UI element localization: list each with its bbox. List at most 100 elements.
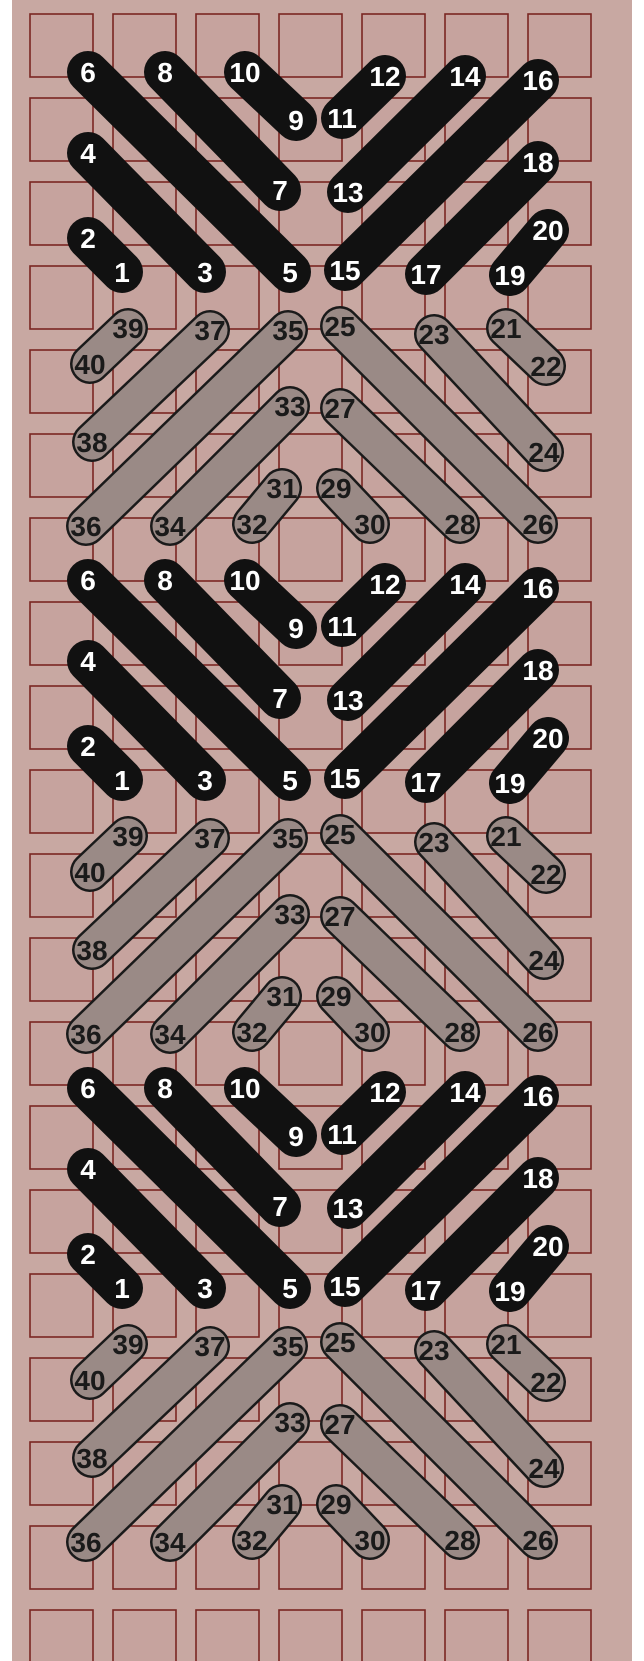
- grid-square: [279, 1526, 342, 1589]
- stitch-number: 4: [80, 138, 96, 169]
- stitch-number: 29: [320, 1489, 351, 1520]
- stitch-number: 12: [369, 1077, 400, 1108]
- stitch-number: 6: [80, 1073, 96, 1104]
- stitch-number: 19: [494, 768, 525, 799]
- stitch-number: 3: [197, 765, 213, 796]
- stitch-number: 12: [369, 61, 400, 92]
- grid-square: [279, 1022, 342, 1085]
- grid-square: [279, 1610, 342, 1661]
- stitch-number: 32: [236, 1017, 267, 1048]
- stitch-number: 28: [444, 1017, 475, 1048]
- stitch-number: 38: [76, 427, 107, 458]
- stitch-number: 15: [329, 1271, 360, 1302]
- stitch-number: 8: [157, 1073, 173, 1104]
- grid-square: [30, 770, 93, 833]
- stitch-number: 19: [494, 260, 525, 291]
- stitch-number: 11: [327, 1119, 357, 1150]
- stitch-number: 22: [530, 351, 561, 382]
- stitch-number: 17: [410, 1275, 441, 1306]
- stitch-number: 30: [354, 509, 385, 540]
- stitch-number: 39: [112, 1329, 143, 1360]
- stitch-number: 25: [324, 311, 355, 342]
- stitch-number: 18: [522, 147, 553, 178]
- stitch-number: 21: [490, 821, 521, 852]
- stitch-number: 7: [272, 1191, 288, 1222]
- stitch-number: 25: [324, 819, 355, 850]
- stitch-number: 33: [274, 899, 305, 930]
- stitch-number: 40: [74, 349, 105, 380]
- stitch-number: 27: [324, 393, 355, 424]
- stitch-number: 13: [332, 1193, 363, 1224]
- grid-square: [30, 1274, 93, 1337]
- stitch-number: 10: [229, 565, 260, 596]
- stitch-number: 17: [410, 767, 441, 798]
- stitch-number: 23: [418, 827, 449, 858]
- stitch-number: 7: [272, 683, 288, 714]
- stitch-number: 7: [272, 175, 288, 206]
- stitch-number: 9: [288, 613, 304, 644]
- grid-square: [445, 1610, 508, 1661]
- stitch-number: 32: [236, 509, 267, 540]
- grid-square: [279, 518, 342, 581]
- stitch-number: 10: [229, 57, 260, 88]
- stitch-number: 31: [266, 981, 297, 1012]
- stitch-number: 31: [266, 473, 297, 504]
- stitch-number: 28: [444, 509, 475, 540]
- stitch-number: 23: [418, 1335, 449, 1366]
- stitch-number: 11: [327, 611, 357, 642]
- stitch-number: 4: [80, 1154, 96, 1185]
- stitch-number: 34: [154, 1527, 186, 1558]
- stitch-number: 15: [329, 255, 360, 286]
- stitch-number: 16: [522, 573, 553, 604]
- stitch-number: 8: [157, 57, 173, 88]
- stitch-number: 37: [194, 315, 225, 346]
- stitch-number: 5: [282, 765, 298, 796]
- stitch-number: 6: [80, 565, 96, 596]
- stitch-number: 13: [332, 685, 363, 716]
- stitch-number: 5: [282, 257, 298, 288]
- grid-square: [196, 1610, 259, 1661]
- stitch-number: 39: [112, 821, 143, 852]
- stitch-number: 13: [332, 177, 363, 208]
- stitch-number: 21: [490, 313, 521, 344]
- stitch-number: 16: [522, 1081, 553, 1112]
- grid-square: [362, 1610, 425, 1661]
- stitch-number: 26: [522, 1017, 553, 1048]
- stitch-number: 2: [80, 223, 96, 254]
- stitch-number: 6: [80, 57, 96, 88]
- stitch-number: 26: [522, 509, 553, 540]
- stitch-number: 29: [320, 473, 351, 504]
- stitch-number: 27: [324, 1409, 355, 1440]
- stitch-number: 39: [112, 313, 143, 344]
- stitch-number: 36: [70, 1019, 101, 1050]
- stitch-number: 24: [528, 1453, 560, 1484]
- stitch-number: 10: [229, 1073, 260, 1104]
- stitch-number: 12: [369, 569, 400, 600]
- stitch-number: 35: [272, 1331, 303, 1362]
- stitch-number: 3: [197, 1273, 213, 1304]
- stitch-number: 14: [449, 61, 481, 92]
- stitch-number: 20: [532, 723, 563, 754]
- stitch-number: 14: [449, 1077, 481, 1108]
- stitch-number: 18: [522, 655, 553, 686]
- stitch-number: 34: [154, 1019, 186, 1050]
- stitch-number: 34: [154, 511, 186, 542]
- stitch-number: 5: [282, 1273, 298, 1304]
- stitch-number: 38: [76, 935, 107, 966]
- stitch-number: 25: [324, 1327, 355, 1358]
- stitch-number: 19: [494, 1276, 525, 1307]
- stitch-number: 1: [114, 257, 130, 288]
- stitch-number: 21: [490, 1329, 521, 1360]
- stitch-number: 30: [354, 1525, 385, 1556]
- stitch-number: 11: [327, 103, 357, 134]
- stitch-number: 37: [194, 1331, 225, 1362]
- grid-square: [30, 266, 93, 329]
- stitch-number: 1: [114, 765, 130, 796]
- stitch-number: 28: [444, 1525, 475, 1556]
- stitch-number: 2: [80, 1239, 96, 1270]
- stitch-number: 2: [80, 731, 96, 762]
- stitch-number: 18: [522, 1163, 553, 1194]
- stitch-number: 35: [272, 315, 303, 346]
- stitch-number: 36: [70, 511, 101, 542]
